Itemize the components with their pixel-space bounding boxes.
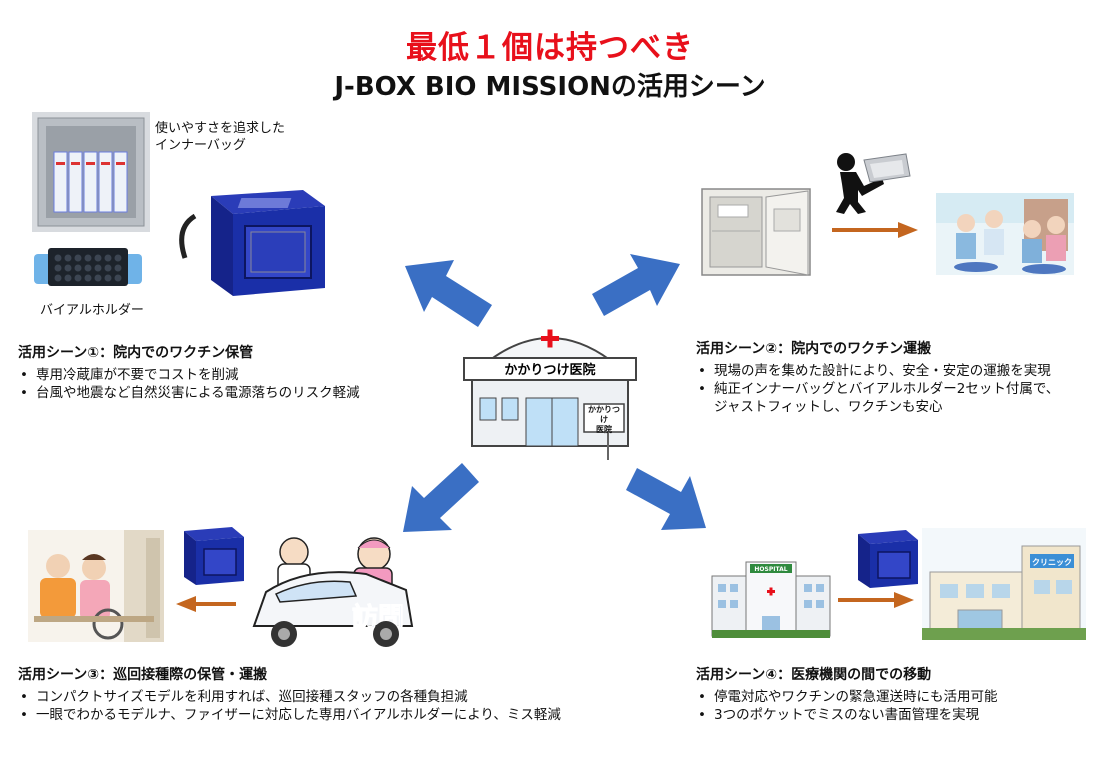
arrow-to-scene-2 [592, 254, 680, 316]
clinic-illustration: クリニック [922, 528, 1086, 640]
carrying-person-icon [836, 153, 911, 214]
arrow-to-scene-3 [403, 463, 479, 532]
cooler-box-large [179, 190, 325, 296]
inner-bag-photo [32, 112, 150, 232]
arrow-to-home [176, 596, 236, 612]
home-visit-car-illustration: 訪問 [252, 537, 414, 647]
subtitle: J-BOX BIO MISSIONの活用シーン [334, 72, 766, 102]
scene-2-bullet-2: 純正インナーバッグとバイアルホルダー2セット付属で、 ジャストフィットし、ワクチ… [696, 380, 1096, 416]
vial-holder-image [34, 248, 142, 286]
arrow-to-scene-4 [626, 468, 706, 530]
arrow-hospital-to-clinic [838, 592, 914, 608]
caregiver-scene-image [28, 530, 164, 642]
arrow-fridge-to-clinic [832, 222, 918, 238]
headline: 最低１個は持つべき [406, 30, 694, 66]
clinic-board-text: かかりつけ 医院 [587, 405, 621, 434]
inner-bag-caption: 使いやすさを追求した インナーバッグ [155, 121, 286, 153]
vial-holder-caption: バイアルホルダー [40, 303, 144, 318]
scene-4-panel: 活用シーン④：医療機関の間での移動 停電対応やワクチンの緊急運送時にも活用可能 … [696, 664, 1096, 724]
scene-2-title: 活用シーン②：院内でのワクチン運搬 [696, 341, 932, 357]
hospital-sign-text: HOSPITAL [754, 566, 787, 573]
scene-1-title: 活用シーン①：院内でのワクチン保管 [18, 345, 254, 361]
refrigerator [701, 188, 811, 276]
clinic-building-sign-text: クリニック [1032, 557, 1072, 567]
cooler-box-compact-2 [858, 530, 918, 588]
cooler-box-compact-1 [184, 527, 244, 585]
scene-4-bullet-2: 3つのポケットでミスのない書面管理を実現 [696, 706, 1096, 724]
scene-1-bullet-1: 専用冷蔵庫が不要でコストを削減 [18, 366, 458, 384]
scene-1-panel: 活用シーン①：院内でのワクチン保管 専用冷蔵庫が不要でコストを削減 台風や地震な… [18, 342, 458, 402]
arrow-to-scene-1 [405, 260, 492, 327]
scene-4-bullet-1: 停電対応やワクチンの緊急運送時にも活用可能 [696, 688, 1096, 706]
clinic-building: かかりつけ医院 [463, 329, 637, 460]
scene-3-title: 活用シーン③：巡回接種際の保管・運搬 [18, 667, 268, 683]
hospital-building: HOSPITAL [711, 561, 831, 638]
scene-1-bullet-2: 台風や地震など自然災害による電源落ちのリスク軽減 [18, 384, 458, 402]
scene-4-title: 活用シーン④：医療機関の間での移動 [696, 667, 932, 683]
scene-3-bullet-2: 一眼でわかるモデルナ、ファイザーに対応した専用バイアルホルダーにより、ミス軽減 [18, 706, 658, 724]
clinic-sign-text: かかりつけ医院 [504, 362, 595, 378]
scene-2-panel: 活用シーン②：院内でのワクチン運搬 現場の声を集めた設計により、安全・安定の運搬… [696, 338, 1096, 416]
scene-2-bullet-1: 現場の声を集めた設計により、安全・安定の運搬を実現 [696, 362, 1096, 380]
vaccination-scene-image [936, 193, 1074, 275]
scene-3-bullet-1: コンパクトサイズモデルを利用すれば、巡回接種スタッフの各種負担減 [18, 688, 658, 706]
scene-3-panel: 活用シーン③：巡回接種際の保管・運搬 コンパクトサイズモデルを利用すれば、巡回接… [18, 664, 658, 724]
